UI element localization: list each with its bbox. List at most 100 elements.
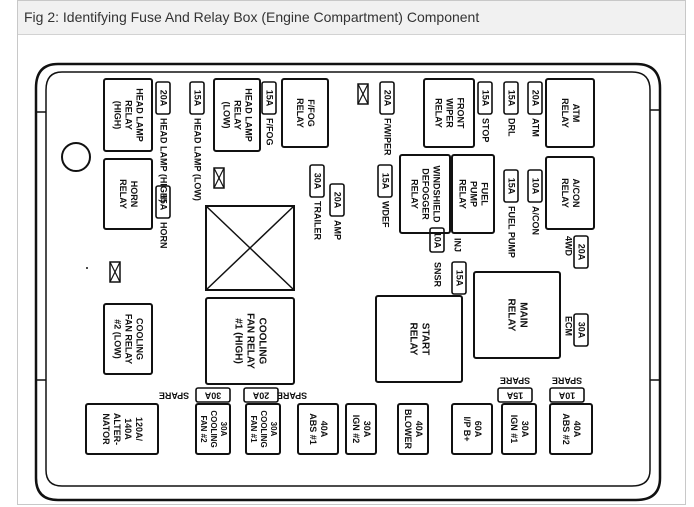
fuse-box-inner-outline (45, 71, 651, 487)
fuse-sensor-name: SNSR (433, 262, 443, 288)
fuse-spare-15a-name: SPARE (500, 376, 530, 386)
fuse-horn-outline (155, 185, 171, 219)
fuse-box-outer-outline (34, 62, 662, 502)
fuse-sensor: 15A SNSR (433, 261, 467, 295)
relay-main-outline (473, 271, 561, 359)
relay-f-fog-label: RELAY (295, 98, 305, 128)
fuse-wdef-name: WDEF (381, 201, 391, 228)
maxi-fuse-ign-2-label: 30A (362, 421, 372, 438)
maxi-fuse-cooling-fan-2-label: 30A (219, 422, 228, 437)
fuse-amp-name: AMP (333, 220, 343, 240)
fuse-wdef-rating: 15A (381, 173, 391, 190)
relay-atm-label: ATM (571, 104, 581, 123)
maxi-fuse-abs-1-label: 40A (319, 421, 329, 438)
maxi-fuse-abs-1-outline (297, 403, 339, 455)
relay-start-label: START (419, 323, 430, 356)
fuse-amp-rating: 20A (333, 192, 343, 209)
maxi-fuse-cooling-fan-2-outline (195, 403, 231, 455)
relay-main-label: MAIN (517, 302, 528, 328)
fuse-horn-rating: 15A (159, 194, 169, 211)
fuse-head-lamp-high-name: HEAD LAMP (HIGH) (159, 118, 169, 202)
fuse-sensor-outline (451, 261, 467, 295)
relay-f-fog-outline (281, 78, 329, 148)
maxi-fuse-cooling-fan-1-label: FAN #1 (249, 415, 258, 443)
fuse-head-lamp-low: 15A HEAD LAMP (LOW) (189, 81, 205, 201)
fuse-sensor-rating: 15A (455, 270, 465, 287)
maxi-fuse-blower-label: BLOWER (403, 409, 413, 449)
maxi-fuse-ip-b-label: I/P B+ (462, 416, 472, 441)
relay-head-lamp-low-label: HEAD LAMP (244, 88, 254, 142)
fuse-stop-name: STOP (481, 118, 491, 142)
relay-head-lamp-high-label: (HIGH) (113, 101, 123, 130)
maxi-fuse-cooling-fan-2-label: COOLING (209, 410, 218, 447)
maxi-fuse-abs-1-label: ABS #1 (308, 413, 318, 445)
maxi-fuse-alternator-outline (85, 403, 159, 455)
relay-windshield-defogger-label: DEFOGGER (421, 168, 431, 220)
fuse-spare-30a-name: SPARE (159, 391, 189, 401)
relay-front-wiper-outline (423, 78, 475, 148)
fuse-inj-name: INJ (453, 238, 463, 252)
maxi-fuse-ip-b-label: 60A (473, 421, 483, 438)
relay-fuel-pump-label: FUEL (480, 182, 490, 206)
maxi-fuse-cooling-fan-1-label: COOLING (259, 410, 268, 447)
fuse-trailer-outline (309, 164, 325, 198)
relay-cooling-fan-low-label: COOLING (135, 318, 145, 360)
fuse-spare-20a-outline (243, 387, 279, 403)
fuse-trailer-name: TRAILER (313, 201, 323, 240)
relay-a-con-label: A/CON (571, 179, 581, 208)
maxi-fuse-alternator-label: ALTER- (112, 413, 122, 445)
relay-cooling-fan-high-label: FAN RELAY (244, 313, 255, 369)
fuse-spare-15a-outline (497, 387, 533, 403)
fuse-amp: 20A AMP (329, 183, 345, 240)
fuse-atm-outline (527, 81, 543, 115)
relay-cooling-fan-low-label: FAN RELAY (124, 314, 134, 364)
fuse-head-lamp-low-name: HEAD LAMP (LOW) (193, 118, 203, 201)
fuse-head-lamp-low-rating: 15A (193, 90, 203, 107)
fuse-4wd-outline (573, 235, 589, 269)
fuse-head-lamp-low-outline (189, 81, 205, 115)
maxi-fuse-ign-2-label: IGN #2 (351, 415, 361, 444)
relay-cooling-fan-low-outline (103, 303, 153, 375)
relay-horn-outline (103, 158, 153, 230)
relay-fuel-pump-label: RELAY (458, 179, 468, 209)
fuse-ecm-outline (573, 313, 589, 347)
fuse-spare-30a-outline (195, 387, 231, 403)
maxi-fuse-alternator-label: 140A (123, 418, 133, 440)
relay-cooling-fan-low-label: #2 (LOW) (113, 319, 123, 359)
fuse-f-wiper-rating: 20A (383, 90, 393, 107)
fuse-spare-10a-rating: 10A (558, 391, 575, 401)
fuse-drl: 15A DRL (503, 81, 519, 137)
relay-start-outline (375, 295, 463, 383)
fuse-stop-outline (477, 81, 493, 115)
fuse-inj-rating: 10A (433, 232, 443, 249)
fuse-drl-rating: 15A (507, 90, 517, 107)
fuse-ecm-rating: 30A (577, 322, 587, 339)
fuse-f-wiper-name: F/WIPER (383, 118, 393, 156)
maxi-fuse-abs-2-label: 40A (572, 421, 582, 438)
fuse-horn-name: HORN (159, 222, 169, 249)
relay-head-lamp-low-outline (213, 78, 261, 152)
maxi-fuse-abs-2-outline (549, 403, 593, 455)
maxi-fuse-ign-1-label: 30A (520, 421, 530, 438)
fuse-head-lamp-high-outline (155, 81, 171, 115)
relay-front-wiper-label: WIPER (445, 98, 455, 128)
maxi-fuse-alternator-label: 120A/ (134, 417, 144, 442)
fuse-drl-name: DRL (507, 118, 517, 137)
relay-head-lamp-high-outline (103, 78, 153, 152)
mounting-hole (61, 142, 91, 172)
fuse-f-wiper-outline (379, 81, 395, 115)
